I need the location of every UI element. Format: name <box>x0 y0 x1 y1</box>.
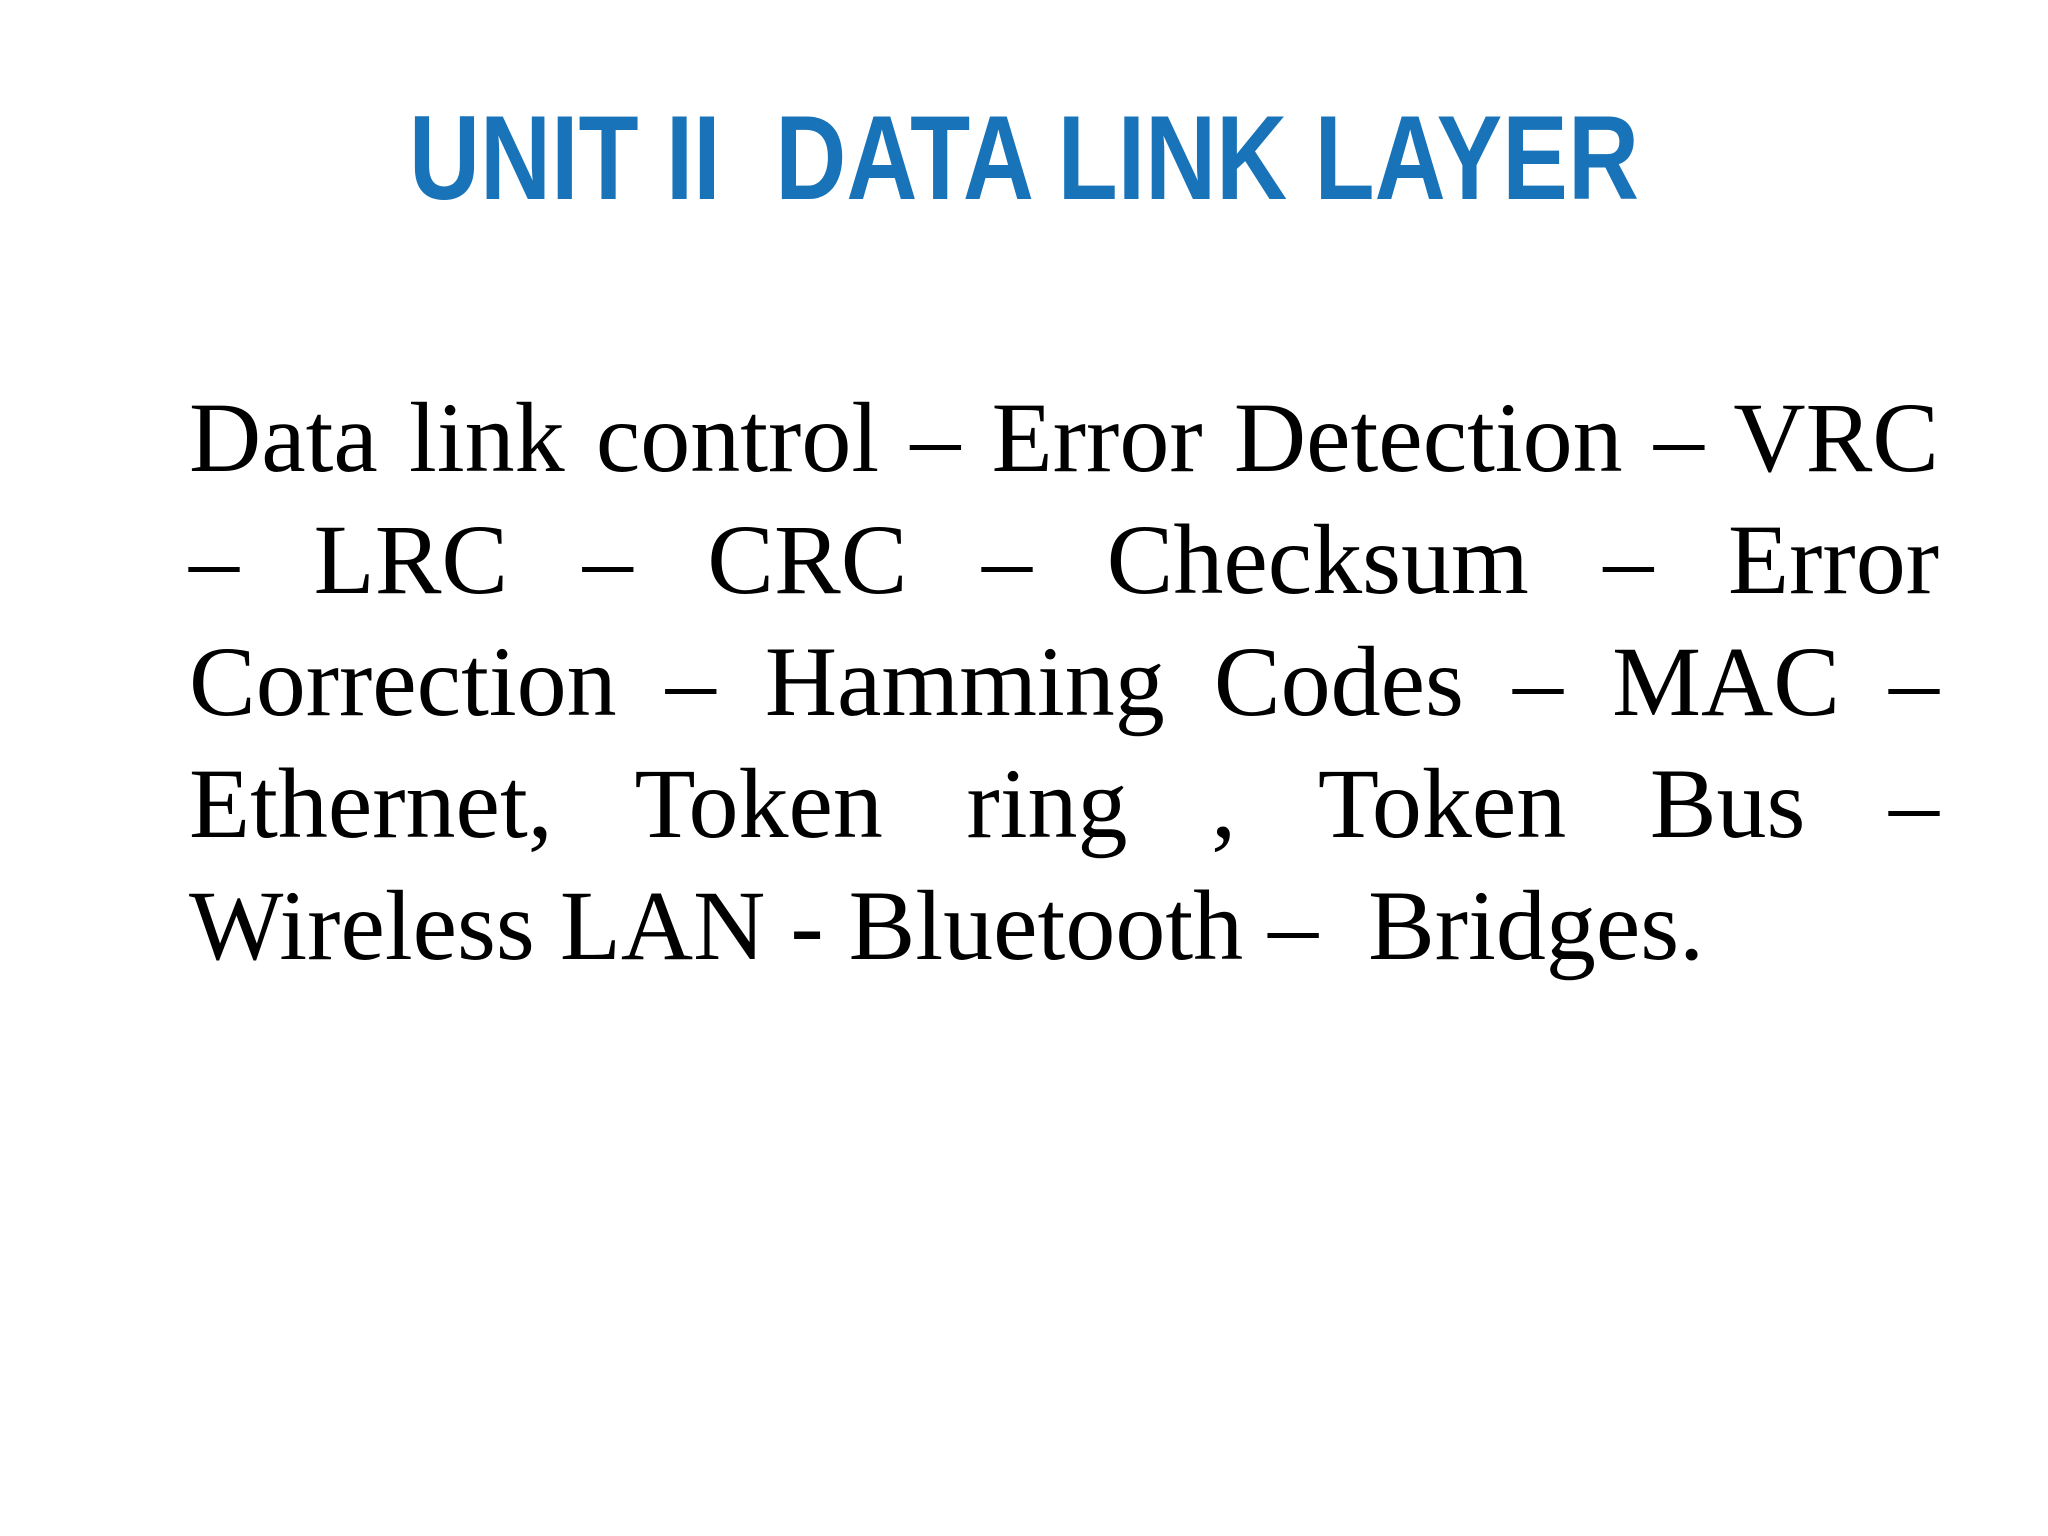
slide-title: UNIT II DATA LINK LAYER <box>409 91 1639 225</box>
slide-body: Data link control – Error Detection – VR… <box>189 377 1939 987</box>
body-line-2: – LRC – CRC – Checksum – Error <box>189 504 1939 615</box>
body-line-3: Correction – Hamming Codes – MAC – <box>189 626 1939 737</box>
body-line-4: Ethernet, Token ring , Token Bus – <box>189 748 1939 859</box>
body-line-5: Wireless LAN - Bluetooth – Bridges. <box>189 870 1705 981</box>
body-line-1: Data link control – Error Detection – VR… <box>189 382 1939 493</box>
title-container: UNIT II DATA LINK LAYER <box>0 98 2048 218</box>
